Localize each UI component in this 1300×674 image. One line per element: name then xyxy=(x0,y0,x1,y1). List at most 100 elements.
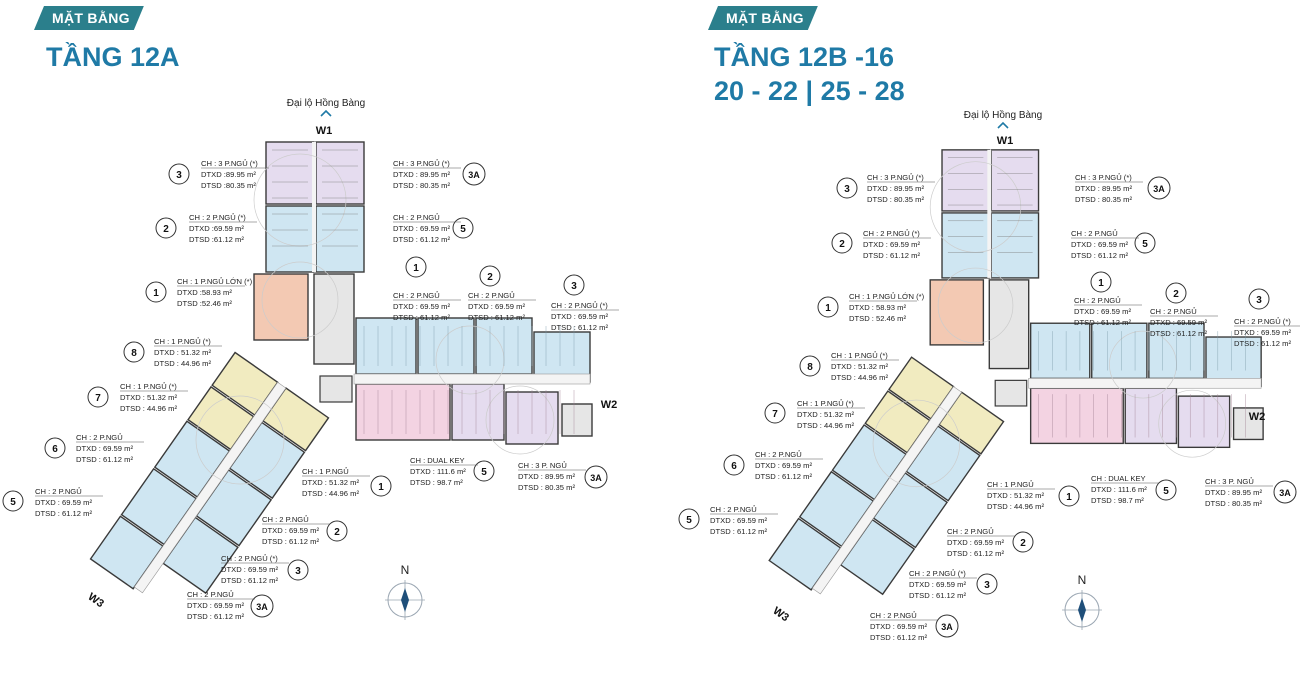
unit-type-label: CH : 1 P.NGỦ (*) xyxy=(797,399,854,408)
unit-number: 2 xyxy=(1173,289,1179,300)
unit-gross-area: DTXD : 89.95 m² xyxy=(1075,184,1132,193)
unit-number-badge xyxy=(326,520,348,542)
wing-label-w2: W2 xyxy=(1249,411,1266,423)
unit-number: 5 xyxy=(1163,486,1169,497)
unit-number: 2 xyxy=(839,239,845,250)
unit-1 xyxy=(253,273,309,341)
unit-type-label: CH : 2 P.NGỦ (*) xyxy=(189,213,246,222)
core-w1 xyxy=(988,279,1030,370)
unit-number: 1 xyxy=(1098,278,1104,289)
unit-net-area: DTSD : 44.96 m² xyxy=(831,373,888,382)
unit-type-label: CH : 2 P.NGỦ xyxy=(1074,296,1121,305)
unit-type-label: CH : 2 P.NGỦ (*) xyxy=(1234,317,1291,326)
unit-gross-area: DTXD : 69.59 m² xyxy=(710,516,767,525)
unit-type-label: CH : 3 P.NGỦ (*) xyxy=(1075,173,1132,182)
unit-1 xyxy=(929,279,985,346)
unit-number: 3 xyxy=(295,566,301,577)
unit-net-area: DTSD : 80.35 m² xyxy=(1075,195,1132,204)
unit-net-area: DTSD : 80.35 m² xyxy=(867,195,924,204)
wing-label-w2: W2 xyxy=(601,399,618,411)
unit-gross-area: DTXD : 69.59 m² xyxy=(870,622,927,631)
unit-gross-area: DTXD : 69.59 m² xyxy=(35,498,92,507)
wing-w3-units xyxy=(89,351,330,595)
unit-w2-3b xyxy=(1205,336,1262,387)
unit-type-label: CH : 3 P.NGỦ (*) xyxy=(867,173,924,182)
unit-type-label: CH : DUAL KEY xyxy=(1091,474,1146,483)
unit-type-label: CH : 2 P.NGỦ xyxy=(262,515,309,524)
unit-net-area: DTSD : 98.7 m² xyxy=(410,478,463,487)
unit-gross-area: DTXD :69.59 m² xyxy=(189,224,244,233)
unit-3 xyxy=(265,141,315,205)
site-circle xyxy=(485,385,555,455)
unit-number: 1 xyxy=(153,288,159,299)
unit-type-label: CH : 2 P.NGỦ (*) xyxy=(551,301,608,310)
unit-type-label: CH : 2 P.NGỦ xyxy=(393,291,440,300)
unit-type-label: CH : 2 P.NGỦ xyxy=(710,505,757,514)
unit-type-label: CH : 1 P.NGỦ (*) xyxy=(154,337,211,346)
unit-net-area: DTSD : 80.35 m² xyxy=(1205,499,1262,508)
unit-number: 6 xyxy=(731,461,737,472)
unit-number-badge xyxy=(2,490,24,512)
unit-net-area: DTSD : 61.12 m² xyxy=(1234,339,1291,348)
section-badge: MẶT BẰNG xyxy=(708,6,818,30)
unit-number: 1 xyxy=(378,482,384,493)
unit-3a xyxy=(990,149,1040,212)
unit-gross-area: DTXD : 69.59 m² xyxy=(947,538,1004,547)
unit-number-badge xyxy=(287,559,309,581)
road-arrow-icon xyxy=(997,121,1009,129)
unit-number-badge xyxy=(836,177,858,199)
unit-number-badge xyxy=(1090,271,1112,293)
unit-dual-key xyxy=(355,383,451,441)
unit-gross-area: DTXD : 69.59 m² xyxy=(76,444,133,453)
unit-number: 5 xyxy=(686,515,692,526)
site-circle xyxy=(195,395,285,485)
unit-5 xyxy=(990,212,1040,279)
unit-net-area: DTSD : 61.12 m² xyxy=(947,549,1004,558)
site-circle xyxy=(872,399,961,488)
unit-type-label: CH : 3 P.NGỦ (*) xyxy=(201,159,258,168)
unit-gross-area: DTXD : 69.59 m² xyxy=(551,312,608,321)
unit-gross-area: DTXD :89.95 m² xyxy=(201,170,256,179)
unit-net-area: DTSD : 61.12 m² xyxy=(221,576,278,585)
building-footprint xyxy=(89,141,593,595)
unit-net-area: DTSD : 61.12 m² xyxy=(1071,251,1128,260)
unit-gross-area: DTXD : 89.95 m² xyxy=(1205,488,1262,497)
unit-number: 3 xyxy=(844,184,850,195)
unit-number: 3A xyxy=(256,602,268,612)
unit-net-area: DTSD :80.35 m² xyxy=(201,181,256,190)
unit-number-badge xyxy=(1273,480,1297,504)
unit-number-badge xyxy=(123,341,145,363)
unit-number: 1 xyxy=(1066,492,1072,503)
unit-net-area: DTSD : 61.12 m² xyxy=(468,313,525,322)
unit-number: 5 xyxy=(1142,239,1148,250)
unit-gross-area: DTXD : 69.59 m² xyxy=(755,461,812,470)
unit-type-label: CH : 2 P.NGỦ xyxy=(1071,229,1118,238)
compass-label: N xyxy=(1078,573,1087,587)
unit-type-label: CH : 2 P.NGỦ xyxy=(468,291,515,300)
unit-net-area: DTSD : 61.12 m² xyxy=(393,313,450,322)
unit-number: 3A xyxy=(941,622,953,632)
unit-number-badge xyxy=(479,265,501,287)
section-badge: MẶT BẰNG xyxy=(34,6,144,30)
unit-gross-area: DTXD : 111.6 m² xyxy=(1091,485,1147,494)
unit-net-area: DTSD : 44.96 m² xyxy=(302,489,359,498)
floor-title-line-1: TẦNG 12B -16 xyxy=(714,42,895,72)
unit-number-badge xyxy=(405,256,427,278)
unit-type-label: CH : 2 P.NGỦ xyxy=(35,487,82,496)
unit-gross-area: DTXD : 69.59 m² xyxy=(221,565,278,574)
unit-number-badge xyxy=(817,296,839,318)
